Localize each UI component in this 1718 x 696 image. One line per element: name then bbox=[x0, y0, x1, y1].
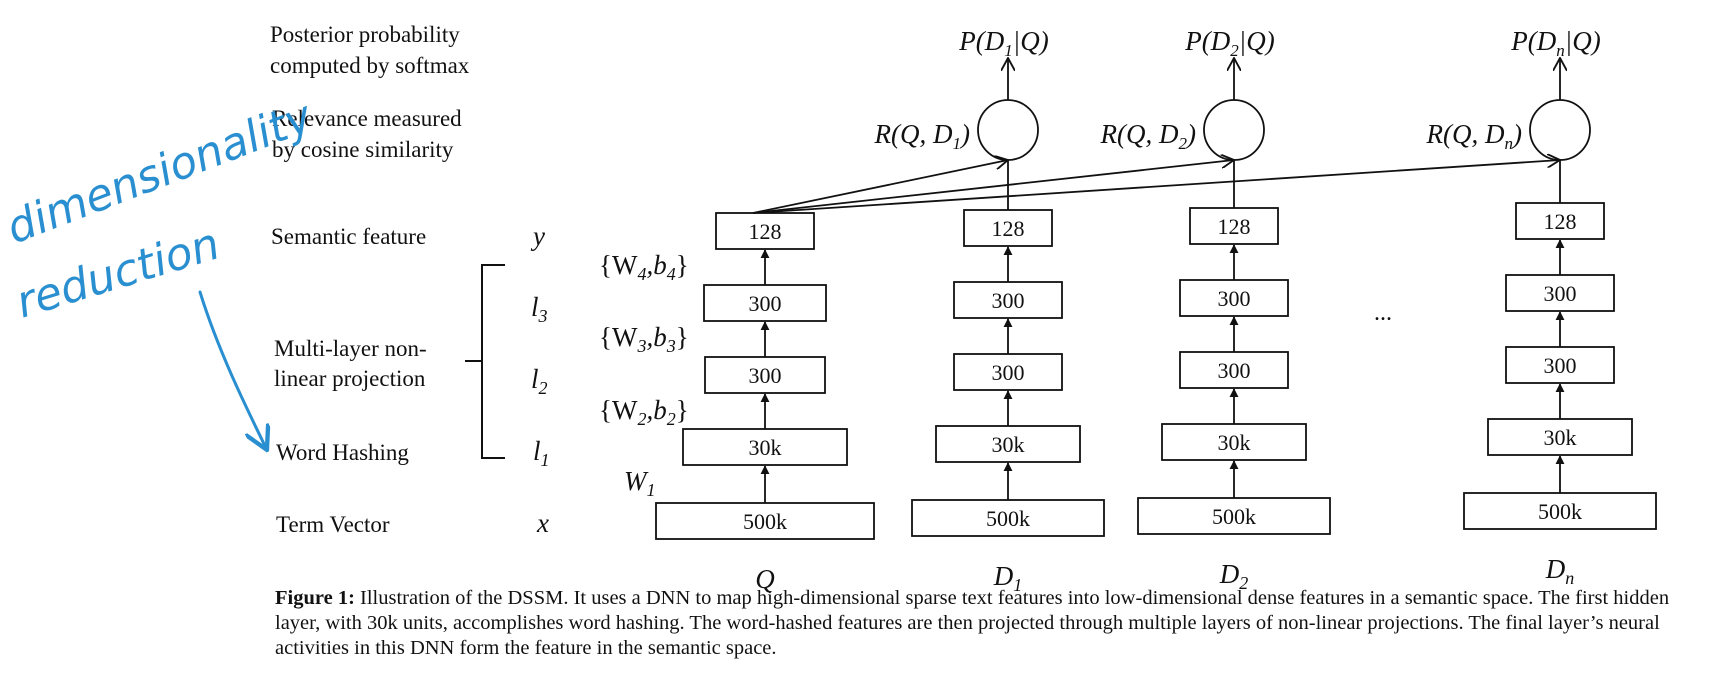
multilayer-label-line1: Multi-layer non- bbox=[274, 336, 427, 361]
symbol-y: y bbox=[530, 221, 545, 251]
layer-label-term-500k: 500k bbox=[1212, 504, 1256, 529]
query-to-relevance-line bbox=[752, 160, 1008, 214]
layer-box-hidden-300-l2 bbox=[1505, 346, 1615, 384]
layer-label-hidden-300-l3: 300 bbox=[1218, 286, 1251, 311]
layer-label-hidden-300-l2: 300 bbox=[749, 363, 782, 388]
query-to-relevance-line bbox=[752, 160, 1234, 214]
posterior-label: P(D2|Q) bbox=[1184, 26, 1274, 60]
column-name: D2 bbox=[1219, 559, 1249, 593]
symbol-l1: l1 bbox=[533, 436, 550, 470]
layer-box-term-500k bbox=[911, 499, 1105, 537]
posterior-label: P(D1|Q) bbox=[958, 26, 1048, 60]
relevance-label-line1: Relevance measured bbox=[272, 106, 462, 131]
layer-label-semantic-128: 128 bbox=[749, 219, 782, 244]
posterior-label-line2: computed by softmax bbox=[270, 53, 470, 78]
layer-label-hash-30k: 30k bbox=[1544, 425, 1577, 450]
relevance-label-line2: by cosine similarity bbox=[272, 137, 454, 162]
layer-box-hidden-300-l3 bbox=[1505, 274, 1615, 312]
posterior-label: P(Dn|Q) bbox=[1510, 26, 1600, 60]
relevance-label: R(Q, D1) bbox=[874, 119, 970, 153]
posterior-label-line1: Posterior probability bbox=[270, 22, 460, 47]
column-name: Q bbox=[755, 564, 775, 594]
relevance-label: R(Q, D2) bbox=[1100, 119, 1196, 153]
layer-label-hidden-300-l2: 300 bbox=[1544, 353, 1577, 378]
layer-box-hidden-300-l3 bbox=[1179, 279, 1289, 317]
weight-w4b4: {W4,b4} bbox=[599, 250, 689, 284]
column-name: D1 bbox=[993, 561, 1023, 595]
layer-label-hash-30k: 30k bbox=[992, 432, 1025, 457]
cosine-similarity-node bbox=[1529, 99, 1591, 161]
layer-label-hidden-300-l3: 300 bbox=[1544, 281, 1577, 306]
weight-w3b3: {W3,b3} bbox=[599, 322, 689, 356]
layer-label-semantic-128: 128 bbox=[1218, 214, 1251, 239]
layer-label-hidden-300-l2: 300 bbox=[992, 360, 1025, 385]
column-ellipsis: ... bbox=[1374, 300, 1392, 326]
multilayer-label-line2: linear projection bbox=[274, 366, 426, 391]
handwritten-annotation: dimensionality reduction bbox=[0, 91, 320, 448]
annotation-arrow bbox=[198, 290, 266, 448]
layer-label-hidden-300-l3: 300 bbox=[992, 288, 1025, 313]
word-hashing-label: Word Hashing bbox=[276, 440, 409, 465]
layer-label-term-500k: 500k bbox=[986, 506, 1030, 531]
cosine-similarity-node bbox=[977, 99, 1039, 161]
layer-box-hash-30k bbox=[682, 428, 848, 466]
weight-w2b2: {W2,b2} bbox=[599, 395, 689, 429]
weight-w1: W1 bbox=[624, 466, 656, 500]
term-vector-label: Term Vector bbox=[276, 512, 390, 537]
layer-box-semantic-128 bbox=[963, 209, 1053, 247]
layer-label-term-500k: 500k bbox=[1538, 499, 1582, 524]
layer-box-term-500k bbox=[1463, 492, 1657, 530]
layer-label-hash-30k: 30k bbox=[749, 435, 782, 460]
layer-label-hidden-300-l2: 300 bbox=[1218, 358, 1251, 383]
layer-box-hidden-300-l3 bbox=[703, 284, 827, 322]
layer-label-hash-30k: 30k bbox=[1218, 430, 1251, 455]
layer-box-hidden-300-l2 bbox=[1179, 351, 1289, 389]
layer-label-semantic-128: 128 bbox=[1544, 209, 1577, 234]
layer-box-semantic-128 bbox=[715, 212, 815, 250]
query-to-relevance-line bbox=[752, 160, 1560, 214]
layer-box-term-500k bbox=[1137, 497, 1331, 535]
layer-label-hidden-300-l3: 300 bbox=[749, 291, 782, 316]
caption-label: Figure 1: bbox=[275, 587, 355, 609]
caption-text: Illustration of the DSSM. It uses a DNN … bbox=[275, 587, 1670, 659]
semantic-feature-label: Semantic feature bbox=[271, 224, 426, 249]
layers-bracket bbox=[465, 264, 505, 459]
symbol-x: x bbox=[536, 508, 549, 538]
cosine-similarity-node bbox=[1203, 99, 1265, 161]
symbol-l2: l2 bbox=[531, 364, 548, 398]
layer-label-term-500k: 500k bbox=[743, 509, 787, 534]
figure-caption: Figure 1: Illustration of the DSSM. It u… bbox=[275, 586, 1715, 661]
layer-box-semantic-128 bbox=[1515, 202, 1605, 240]
relevance-label: R(Q, Dn) bbox=[1426, 119, 1522, 153]
symbol-l3: l3 bbox=[531, 292, 548, 326]
column-name: Dn bbox=[1545, 554, 1575, 588]
layer-label-semantic-128: 128 bbox=[992, 216, 1025, 241]
layer-box-semantic-128 bbox=[1189, 207, 1279, 245]
